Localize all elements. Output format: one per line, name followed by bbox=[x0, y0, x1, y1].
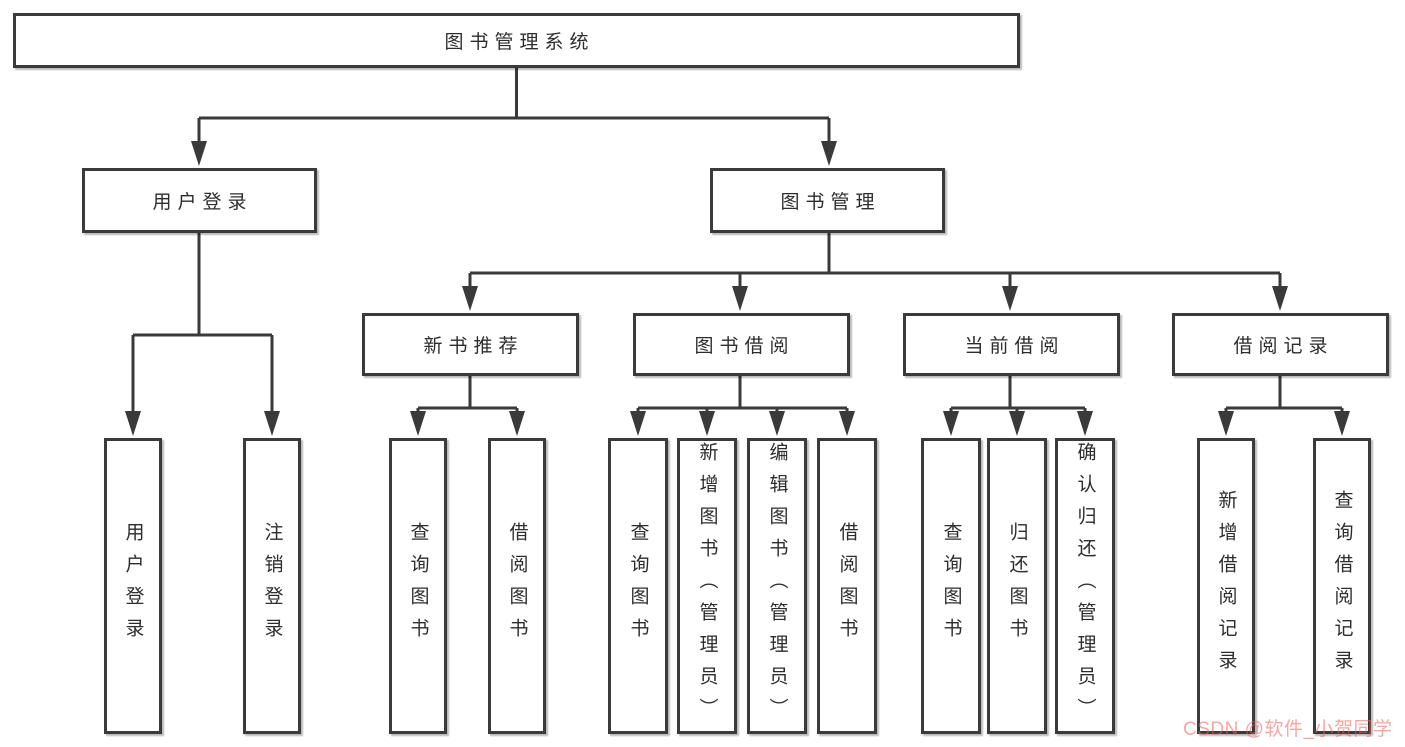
node-borrow-records: 借阅记录 bbox=[1172, 313, 1389, 376]
node-user-login: 用户登录 bbox=[82, 168, 317, 233]
node-leaf-confirm-return-admin: 确认归还（管理员） bbox=[1055, 438, 1115, 734]
csdn-watermark: CSDN @软件_小贺同学 bbox=[1183, 719, 1393, 740]
node-leaf-query-borrow-record: 查询借阅记录 bbox=[1313, 438, 1371, 734]
node-leaf-borrow-books-1: 借阅图书 bbox=[488, 438, 546, 734]
node-book-borrow: 图书借阅 bbox=[633, 313, 850, 376]
connector-paths bbox=[131, 68, 1344, 416]
node-leaf-add-books-admin: 新增图书（管理员） bbox=[677, 438, 737, 734]
node-leaf-query-books-1: 查询图书 bbox=[389, 438, 447, 734]
connector-arrowheads bbox=[125, 141, 1350, 436]
node-leaf-user-login: 用户登录 bbox=[104, 438, 162, 734]
node-book-management: 图书管理 bbox=[710, 168, 945, 233]
node-leaf-borrow-books-2: 借阅图书 bbox=[817, 438, 877, 734]
node-leaf-add-borrow-record: 新增借阅记录 bbox=[1197, 438, 1255, 734]
node-leaf-query-books-2: 查询图书 bbox=[608, 438, 668, 734]
node-leaf-query-books-3: 查询图书 bbox=[921, 438, 981, 734]
node-current-borrow: 当前借阅 bbox=[903, 313, 1120, 376]
node-new-book-recommend: 新书推荐 bbox=[362, 313, 579, 376]
node-root: 图书管理系统 bbox=[13, 13, 1020, 68]
node-leaf-return-books: 归还图书 bbox=[987, 438, 1047, 734]
node-leaf-edit-books-admin: 编辑图书（管理员） bbox=[747, 438, 807, 734]
node-leaf-logout: 注销登录 bbox=[243, 438, 301, 734]
